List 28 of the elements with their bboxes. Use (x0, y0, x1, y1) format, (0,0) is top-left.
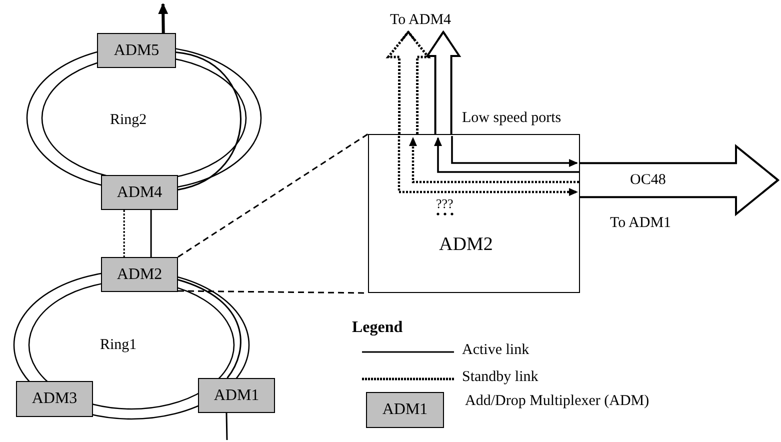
legend-sample-box: ADM1 (366, 392, 444, 428)
legend-text: Active link (462, 342, 530, 358)
unknown-port-label: ??? (436, 197, 454, 212)
adm-box: ADM2 (101, 257, 178, 292)
adm-box: ADM4 (101, 175, 178, 210)
adm-box: ADM3 (16, 381, 93, 417)
link-line (226, 412, 228, 440)
hollow-arrow (579, 144, 779, 216)
ring-label: Ring2 (110, 112, 147, 128)
port-label: Low speed ports (462, 110, 562, 126)
legend-title: Legend (352, 319, 403, 337)
port-direction-label: To ADM1 (610, 215, 672, 232)
arrow (158, 3, 168, 34)
adm-box: ADM5 (97, 33, 176, 68)
legend-text: Add/Drop Multiplexer (ADM) (465, 393, 650, 410)
box-title: ADM2 (439, 235, 493, 256)
adm-detail-box (368, 134, 580, 293)
link-line (176, 52, 242, 190)
hollow-arrow (386, 30, 431, 136)
port-direction-label: To ADM4 (390, 12, 452, 28)
legend-text: Standby link (462, 369, 538, 386)
adm-box: ADM1 (198, 378, 275, 413)
hollow-arrow (425, 31, 462, 135)
link-line (150, 210, 152, 257)
ring-label: Ring1 (100, 337, 137, 354)
dashed-line (178, 133, 368, 258)
dashed-line (123, 210, 125, 257)
link-rate-label: OC48 (630, 172, 666, 188)
